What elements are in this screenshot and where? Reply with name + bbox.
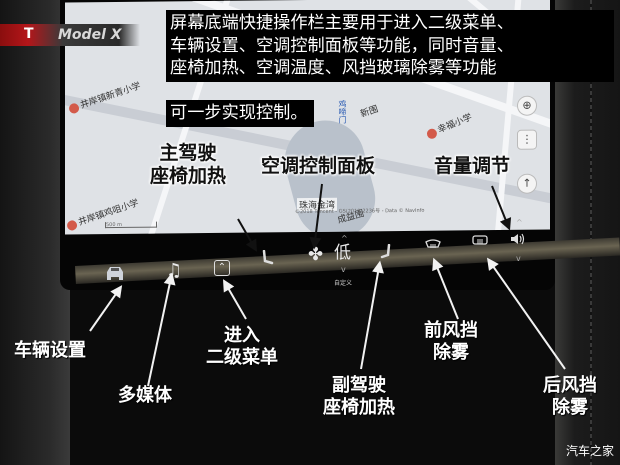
- rear-defrost-icon[interactable]: [472, 234, 488, 252]
- traffic-light-icon[interactable]: ⋮: [517, 129, 537, 150]
- arrow: [217, 276, 247, 320]
- callout-rear-defrost: 后风挡 除雾: [543, 375, 597, 418]
- bottom-dock: ♫ ⌃ ✤ ^ 低 v 自定义 ^ v: [70, 218, 550, 290]
- callout-front-defrost: 前风挡 除雾: [424, 320, 478, 363]
- arrow: [147, 271, 178, 387]
- front-defrost-icon[interactable]: [425, 238, 441, 256]
- chevron-up-box-icon[interactable]: ⌃: [214, 260, 230, 276]
- car-icon[interactable]: [104, 264, 126, 284]
- arrow: [89, 281, 128, 332]
- passenger-seat-heater-icon[interactable]: [380, 243, 392, 265]
- tesla-logo-icon: T: [24, 26, 34, 42]
- seat-stitching: [590, 0, 592, 465]
- callout-media: 多媒体: [118, 385, 172, 406]
- district-label: 新围: [359, 104, 380, 120]
- note-line: 可一步实现控制。: [170, 103, 308, 123]
- callout-driver-seat-heater: 主驾驶 座椅加热: [150, 142, 227, 187]
- note-line: 屏幕底端快捷操作栏主要用于进入二级菜单、: [170, 13, 514, 33]
- callout-vehicle-settings: 车辆设置: [14, 340, 86, 361]
- watermark: 汽车之家: [565, 444, 614, 458]
- station-label: 鸡啼门: [338, 99, 347, 124]
- note-line: 座椅加热、空调温度、风挡玻璃除雾等功能: [170, 58, 497, 79]
- school-icon: [67, 101, 81, 115]
- volume-up-chevron[interactable]: ^: [516, 218, 523, 227]
- map-scale: 500 m: [105, 221, 157, 229]
- annotation-note-tail: 可一步实现控制。: [166, 100, 314, 127]
- fan-icon[interactable]: ✤: [308, 244, 324, 265]
- callout-secondary-menu: 进入 二级菜单: [206, 325, 278, 368]
- temperature-value: 低: [334, 243, 351, 263]
- callout-passenger-seat-heater: 副驾驶 座椅加热: [323, 375, 395, 418]
- callout-volume: 音量调节: [434, 155, 511, 177]
- climate-mode-label: 自定义: [334, 280, 353, 287]
- school-icon: [65, 218, 79, 232]
- brand-logo: T Model X: [0, 24, 140, 46]
- map-copyright: ©2018 Tencent - GS(2018)2236号 - Data © N…: [295, 207, 425, 216]
- map-poi[interactable]: 幸福小学: [424, 110, 474, 140]
- volume-down-chevron[interactable]: v: [516, 254, 521, 263]
- globe-icon[interactable]: ⊕: [517, 95, 537, 116]
- temp-up-chevron[interactable]: ^: [341, 234, 348, 243]
- driver-seat-heater-icon[interactable]: [262, 249, 274, 270]
- callout-climate-panel: 空调控制面板: [261, 155, 376, 177]
- compass-icon[interactable]: ↑: [517, 173, 537, 194]
- bezel-left: [0, 0, 70, 465]
- annotation-note: 屏幕底端快捷操作栏主要用于进入二级菜单、 车辆设置、空调控制面板等功能，同时音量…: [166, 10, 614, 82]
- model-name: Model X: [58, 27, 122, 43]
- volume-icon[interactable]: [510, 232, 526, 251]
- school-icon: [425, 126, 439, 140]
- temp-down-chevron[interactable]: v: [341, 265, 346, 274]
- music-note-icon[interactable]: ♫: [166, 260, 183, 281]
- note-line: 车辆设置、空调控制面板等功能，同时音量、: [170, 35, 514, 56]
